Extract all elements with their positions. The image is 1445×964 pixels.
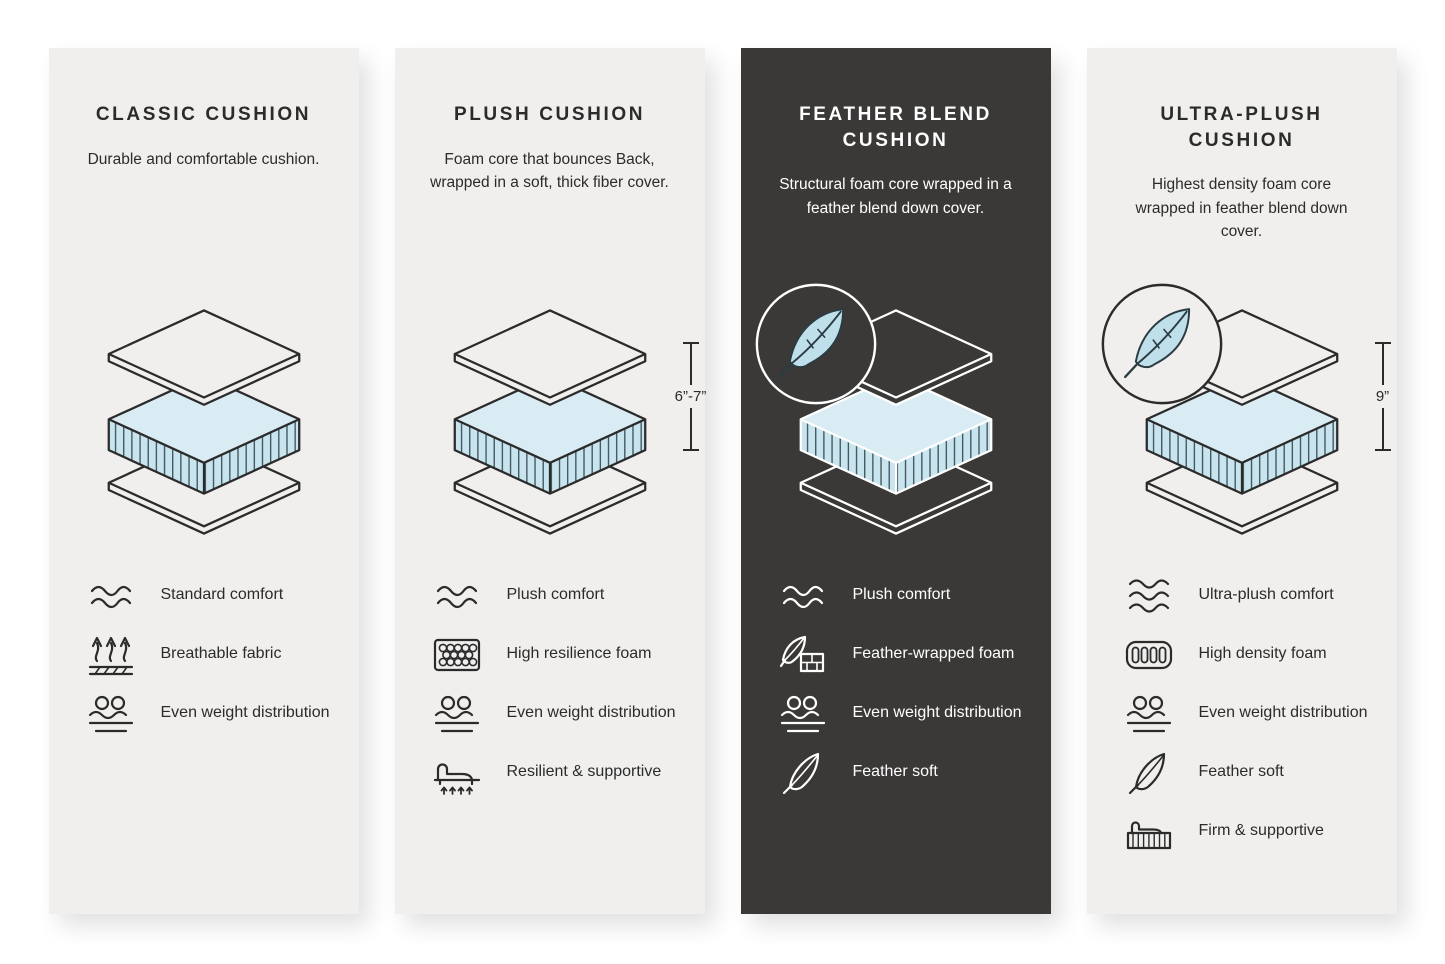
card-description: Highest density foam core wrapped in fea… (1135, 176, 1348, 240)
height-measurement: 6”-7” (665, 341, 717, 479)
measure-line-bottom (1374, 408, 1391, 451)
card-header: CLASSIC CUSHION Durable and comfortable … (49, 102, 359, 288)
cushion-diagram (49, 288, 359, 556)
card-title: PLUSH CUSHION (453, 104, 646, 125)
feature-label: Plush comfort (506, 586, 605, 604)
feature-label: Even weight distribution (506, 704, 676, 722)
waves-icon (85, 574, 137, 618)
cushion-diagram: 9” (1087, 288, 1397, 556)
feature-label: Even weight distribution (852, 704, 1022, 722)
feature-list: Plush comfort Feather-wrapped foam Even … (741, 556, 1051, 796)
card-plush-cushion: PLUSH CUSHION Foam core that bounces Bac… (394, 48, 706, 914)
feature-row: Even weight distribution (777, 690, 1033, 737)
card-title: FEATHER BLEND CUSHION (799, 104, 992, 151)
feature-list: Ultra-plush comfort High density foam Ev… (1087, 556, 1397, 855)
measure-line-top (1374, 342, 1391, 385)
breathable-fabric-icon (85, 633, 137, 677)
feature-label: Breathable fabric (160, 645, 282, 663)
feather-badge (753, 281, 879, 407)
feature-label: Feather soft (1198, 763, 1284, 781)
weight-distribution-icon (1123, 692, 1175, 736)
feature-list: Standard comfort Breathable fabric Even … (49, 556, 359, 737)
feature-row: Even weight distribution (1123, 690, 1379, 737)
feature-row: Standard comfort (85, 572, 341, 619)
feature-row: High resilience foam (431, 631, 687, 678)
feature-row: Feather-wrapped foam (777, 631, 1033, 678)
feature-label: Feather-wrapped foam (852, 645, 1015, 663)
card-ultra-plush-cushion: ULTRA-PLUSH CUSHION Highest density foam… (1086, 48, 1397, 914)
feature-list: Plush comfort High resilience foam Even … (395, 556, 705, 796)
feature-row: Plush comfort (777, 572, 1033, 619)
feature-label: Resilient & supportive (506, 763, 662, 781)
feature-row: Even weight distribution (431, 690, 687, 737)
card-description: Durable and comfortable cushion. (87, 150, 320, 168)
cushion-layers-illustration (441, 305, 659, 539)
feature-label: Firm & supportive (1198, 822, 1324, 840)
weight-distribution-icon (777, 692, 829, 736)
waves-icon (431, 574, 483, 618)
card-header: PLUSH CUSHION Foam core that bounces Bac… (395, 102, 705, 288)
feature-row: Feather soft (777, 749, 1033, 796)
foam-cells-icon (431, 633, 483, 677)
feather-foam-icon (777, 633, 829, 677)
measure-label: 6”-7” (674, 388, 707, 405)
cushion-layers-illustration (95, 305, 313, 539)
card-feather-blend-cushion: FEATHER BLEND CUSHION Structural foam co… (740, 48, 1051, 914)
feature-row: Feather soft (1123, 749, 1379, 796)
waves-icon (777, 574, 829, 618)
density-foam-icon (1123, 633, 1175, 677)
feature-row: Breathable fabric (85, 631, 341, 678)
card-title: CLASSIC CUSHION (95, 104, 312, 125)
feather-icon (777, 751, 829, 795)
card-header: FEATHER BLEND CUSHION Structural foam co… (741, 102, 1051, 288)
card-description: Foam core that bounces Back, wrapped in … (430, 150, 669, 191)
waves-icon (1123, 574, 1175, 618)
feature-label: High density foam (1198, 645, 1327, 663)
feature-row: Plush comfort (431, 572, 687, 619)
feature-label: Standard comfort (160, 586, 284, 604)
card-description: Structural foam core wrapped in a feathe… (779, 176, 1012, 217)
feature-label: Ultra-plush comfort (1198, 586, 1334, 604)
feature-label: Plush comfort (852, 586, 951, 604)
weight-distribution-icon (431, 692, 483, 736)
feather-icon (1123, 751, 1175, 795)
feature-row: Even weight distribution (85, 690, 341, 737)
firm-supportive-icon (1123, 810, 1175, 854)
weight-distribution-icon (85, 692, 137, 736)
feather-badge (1099, 281, 1225, 407)
feature-label: Even weight distribution (160, 704, 330, 722)
feature-label: Feather soft (852, 763, 938, 781)
lounge-arrows-icon (431, 751, 483, 795)
measure-line-top (682, 342, 699, 385)
feature-row: Ultra-plush comfort (1123, 572, 1379, 619)
card-title: ULTRA-PLUSH CUSHION (1160, 104, 1323, 151)
feature-row: High density foam (1123, 631, 1379, 678)
height-measurement: 9” (1357, 341, 1409, 479)
feature-row: Resilient & supportive (431, 749, 687, 796)
card-header: ULTRA-PLUSH CUSHION Highest density foam… (1087, 102, 1397, 288)
feature-row: Firm & supportive (1123, 808, 1379, 855)
measure-line-bottom (682, 408, 699, 451)
feature-label: High resilience foam (506, 645, 652, 663)
measure-label: 9” (1375, 388, 1390, 405)
cushion-diagram: 6”-7” (395, 288, 706, 556)
cushion-diagram (741, 288, 1051, 556)
feature-label: Even weight distribution (1198, 704, 1368, 722)
card-classic-cushion: CLASSIC CUSHION Durable and comfortable … (48, 48, 359, 914)
